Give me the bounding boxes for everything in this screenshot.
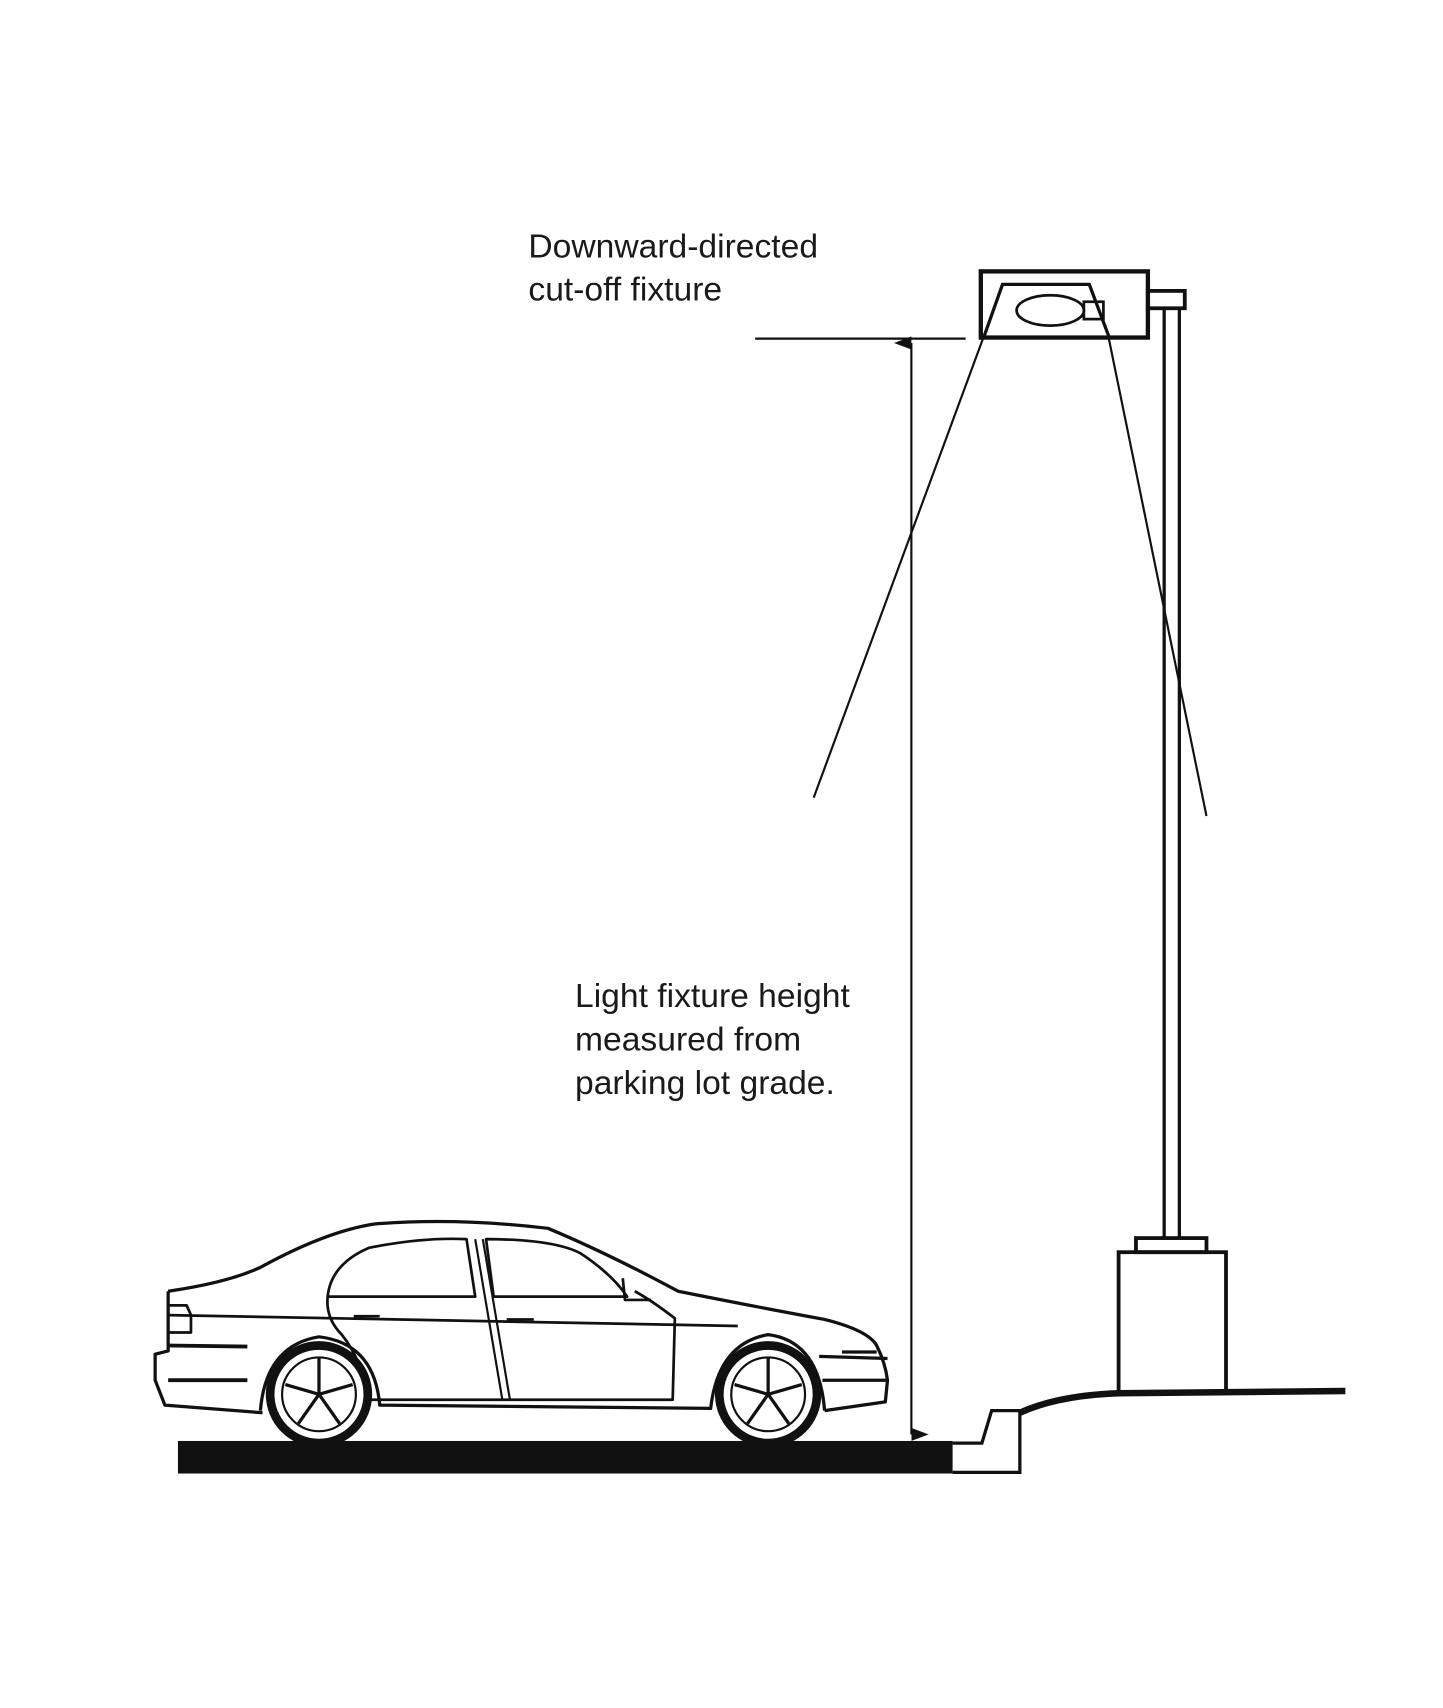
front-wheel xyxy=(714,1341,822,1448)
parking-lot-grade xyxy=(177,1387,1346,1475)
height-label-line1: Light fixture height xyxy=(575,978,850,1015)
cutoff-fixture xyxy=(978,269,1187,340)
fixture-label-line2: cut-off fixture xyxy=(528,272,722,309)
rear-wheel xyxy=(265,1341,373,1448)
car xyxy=(153,1219,890,1448)
light-pole xyxy=(1116,308,1228,1396)
light-beam-left xyxy=(812,338,984,798)
fixture-label-line1: Downward-directed xyxy=(528,228,818,265)
light-beam-right xyxy=(1107,338,1208,817)
height-label-line3: parking lot grade. xyxy=(575,1065,835,1102)
height-label-line2: measured from xyxy=(575,1021,801,1058)
